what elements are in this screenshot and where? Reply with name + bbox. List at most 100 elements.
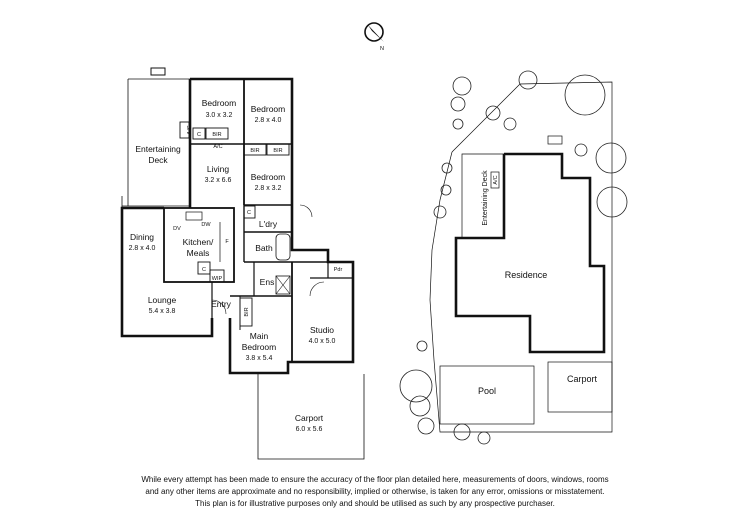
fixture-c-2: C: [247, 210, 251, 216]
bir-box-2: [243, 143, 267, 156]
exterior-wall-lounge: [120, 206, 214, 338]
kitchen-block: [163, 207, 235, 283]
tree-icon: [452, 76, 472, 96]
tree-icon: [417, 417, 435, 435]
fixture-bir-2: BIR: [250, 148, 259, 154]
tree-icon: [477, 431, 491, 445]
room-bed2-name: Bedroom: [251, 104, 286, 114]
room-dining-name: Dining: [130, 232, 154, 242]
bir-box-4: [239, 297, 253, 327]
room-carport-dims: 6.0 x 5.6: [296, 426, 323, 433]
room-ldry-name: L'dry: [259, 219, 278, 229]
exterior-wall-top: [190, 77, 294, 207]
chimney: [150, 67, 166, 76]
tree-icon: [485, 105, 501, 121]
tree-icon: [452, 118, 464, 130]
room-main-name-2: Bedroom: [242, 342, 277, 352]
fixture-dw: DW: [201, 222, 211, 228]
fixture-bir-4: BIR: [244, 307, 250, 316]
tree-icon: [440, 184, 452, 196]
room-main-name-1: Main: [250, 331, 269, 341]
compass-label: N: [380, 46, 384, 52]
room-deck-name-1: Entertaining: [135, 144, 181, 154]
tree-icon: [518, 70, 538, 90]
c-box-2: [243, 205, 256, 219]
tree-icon: [503, 117, 517, 131]
tree-icon: [564, 74, 606, 116]
room-lounge-name: Lounge: [148, 295, 177, 305]
fixture-wip: WIP: [212, 276, 223, 282]
siteplan: [429, 81, 613, 433]
room-bed1-dims: 3.0 x 3.2: [206, 112, 233, 119]
room-bath-name: Bath: [255, 243, 273, 253]
tree-icon: [596, 186, 628, 218]
ac-wall-unit: [179, 121, 190, 139]
room-ens-name: Ens: [260, 277, 275, 287]
residence-outline: [454, 152, 606, 354]
tree-icon: [441, 162, 453, 174]
trees: [399, 70, 628, 445]
door-arc-2: [309, 281, 325, 297]
room-bed2-dims: 2.8 x 4.0: [255, 117, 282, 124]
siteplan-labels: Residence Entertaining Deck A/C Pool Car…: [478, 170, 598, 396]
shower-x2: [275, 275, 291, 295]
c-box-1: [192, 127, 206, 140]
room-entry-name: Entry: [211, 299, 232, 309]
room-pdr-name: Pdr: [334, 267, 343, 273]
bir-box-3: [266, 143, 290, 156]
carport-outline: [547, 361, 613, 413]
room-deck-name-2: Deck: [148, 155, 168, 165]
room-studio-dims: 4.0 x 5.0: [309, 338, 336, 345]
site-deck-label: Entertaining Deck: [482, 170, 489, 226]
room-studio-name: Studio: [310, 325, 334, 335]
tree-icon: [416, 340, 428, 352]
compass-arrow-icon: [368, 25, 384, 42]
tree-icon: [399, 369, 433, 403]
fixture-ac: A/C: [213, 144, 222, 150]
site-pool-label: Pool: [478, 386, 496, 396]
room-living-dims: 3.2 x 6.6: [205, 177, 232, 184]
site-carport-label: Carport: [567, 374, 598, 384]
fixture-bir-1: BIR: [212, 132, 221, 138]
tree-icon: [453, 423, 471, 441]
fixture-dv: DV: [173, 226, 181, 232]
disclaimer-line-2: and any other items are approximate and …: [145, 487, 605, 496]
tree-icon: [409, 395, 431, 417]
site-residence-label: Residence: [505, 270, 548, 280]
compass-circle: [364, 22, 384, 42]
kitchen-sink: [185, 211, 203, 221]
fixture-f: F: [225, 239, 229, 245]
fixture-bir-3: BIR: [273, 148, 282, 154]
floorplan-labels: Bedroom 3.0 x 3.2 Bedroom 2.8 x 4.0 Ente…: [129, 98, 343, 433]
c-box-3: [197, 261, 211, 275]
door-arc-1: [211, 299, 227, 315]
disclaimer-line-1: While every attempt has been made to ens…: [141, 475, 609, 484]
floorplan: [120, 67, 365, 460]
bir-box-1: [205, 127, 229, 140]
ac-unit: [490, 171, 500, 189]
tree-icon: [574, 143, 588, 157]
property-boundary: [429, 81, 613, 433]
disclaimer-line-3: This plan is for illustrative purposes o…: [195, 499, 555, 508]
exterior-wall-main: [228, 207, 355, 375]
site-chimney: [547, 135, 563, 145]
carport-outline: [257, 374, 365, 460]
room-kitchen-name-2: Meals: [187, 248, 210, 258]
room-dining-dims: 2.8 x 4.0: [129, 245, 156, 252]
wip-box: [209, 269, 225, 283]
door-arc-3: [299, 204, 313, 218]
tree-icon: [450, 96, 466, 112]
tree-icon: [433, 205, 447, 219]
fixture-c-1: C: [197, 132, 201, 138]
pool-outline: [439, 365, 535, 425]
site-ac-label: A/C: [493, 175, 499, 184]
fixture-c-3: C: [202, 267, 206, 273]
room-main-dims: 3.8 x 5.4: [246, 355, 273, 362]
bath-tub: [275, 233, 291, 261]
room-lounge-dims: 5.4 x 3.8: [149, 308, 176, 315]
room-bed3-dims: 2.8 x 3.2: [255, 185, 282, 192]
room-carport-name: Carport: [295, 413, 324, 423]
room-kitchen-name-1: Kitchen/: [183, 237, 214, 247]
compass: N: [364, 22, 384, 52]
